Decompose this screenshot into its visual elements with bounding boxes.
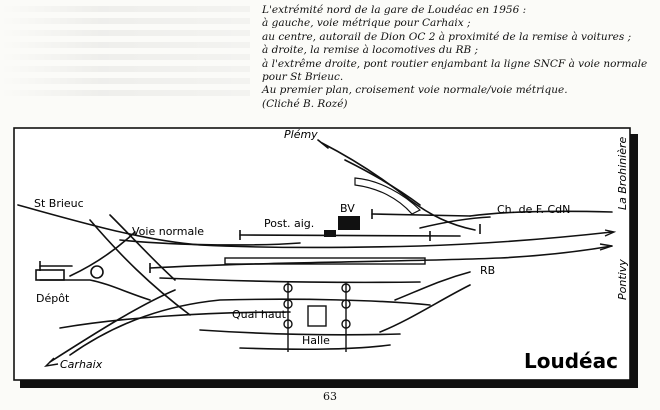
post-aig-building bbox=[324, 230, 336, 237]
track-st-brieuc bbox=[17, 204, 613, 249]
halle-building bbox=[307, 305, 327, 327]
track-cdn-link bbox=[419, 216, 491, 229]
track-cross-2 bbox=[109, 214, 176, 281]
caption-line-7: Au premier plan, croisement voie normale… bbox=[262, 84, 568, 97]
label-la-brohiniere: La Brohinière bbox=[616, 136, 629, 210]
track-plemy bbox=[321, 142, 476, 231]
caption-line-6: pour St Brieuc. bbox=[262, 71, 344, 84]
arrow-st-brieuc bbox=[604, 229, 617, 237]
label-post-aig: Post. aig. bbox=[264, 217, 314, 230]
photo-caption: L'extrémité nord de la gare de Loudéac e… bbox=[262, 4, 652, 111]
track-cdn-west bbox=[371, 213, 471, 217]
platform bbox=[224, 257, 426, 265]
remise-building bbox=[354, 177, 422, 215]
depot-building bbox=[35, 269, 65, 281]
caption-line-3: au centre, autorail de Dion OC 2 à proxi… bbox=[262, 30, 632, 43]
caption-line-1: L'extrémité nord de la gare de Loudéac e… bbox=[262, 4, 527, 16]
track-plemy-arrow bbox=[317, 139, 329, 149]
caption-line-5: à l'extrême droite, pont routier enjamba… bbox=[262, 57, 648, 70]
label-pontivy: Pontivy bbox=[616, 259, 629, 300]
track-rb-siding bbox=[159, 277, 421, 284]
label-carhaix: Carhaix bbox=[60, 358, 103, 371]
label-bv: BV bbox=[340, 202, 355, 215]
label-halle: Halle bbox=[302, 334, 330, 347]
signal-posts bbox=[283, 282, 351, 352]
arrow-carhaix bbox=[43, 357, 59, 368]
track-plemy-2 bbox=[344, 159, 421, 206]
track-bv-siding bbox=[239, 234, 461, 237]
page-number: 63 bbox=[323, 390, 337, 403]
caption-line-8: (Cliché B. Rozé) bbox=[262, 97, 348, 110]
label-depot: Dépôt bbox=[36, 292, 70, 305]
caption-line-2: à gauche, voie métrique pour Carhaix ; bbox=[262, 17, 471, 30]
arrow-pontivy bbox=[599, 243, 613, 251]
track-depot-2 bbox=[39, 279, 151, 301]
turntable bbox=[90, 265, 104, 279]
bv-building bbox=[338, 216, 360, 230]
track-east-link bbox=[394, 271, 471, 301]
track-carhaix-2 bbox=[69, 298, 431, 356]
track-cross-1 bbox=[89, 219, 191, 316]
facing-page-bleed bbox=[0, 0, 250, 120]
track-voie-normale bbox=[119, 239, 301, 246]
map-frame bbox=[13, 127, 631, 381]
label-st-brieuc: St Brieuc bbox=[34, 197, 84, 210]
buffer-stops bbox=[39, 209, 481, 273]
label-quai-haut: Quai haut bbox=[232, 308, 287, 321]
tracks bbox=[17, 139, 613, 363]
label-rb: RB bbox=[480, 264, 495, 277]
label-plemy: Plémy bbox=[284, 128, 318, 141]
track-yard-3 bbox=[239, 344, 391, 351]
map-title: Loudéac bbox=[524, 349, 618, 373]
track-yard-1 bbox=[59, 311, 291, 329]
track-yard-2 bbox=[199, 329, 401, 336]
caption-line-4: à droite, la remise à locomotives du RB … bbox=[262, 44, 479, 57]
track-cdn bbox=[469, 210, 613, 217]
label-ch-de-f: Ch. de F. CdN bbox=[497, 203, 570, 216]
label-voie-normale: Voie normale bbox=[132, 225, 204, 238]
track-east-link-2 bbox=[379, 284, 471, 333]
